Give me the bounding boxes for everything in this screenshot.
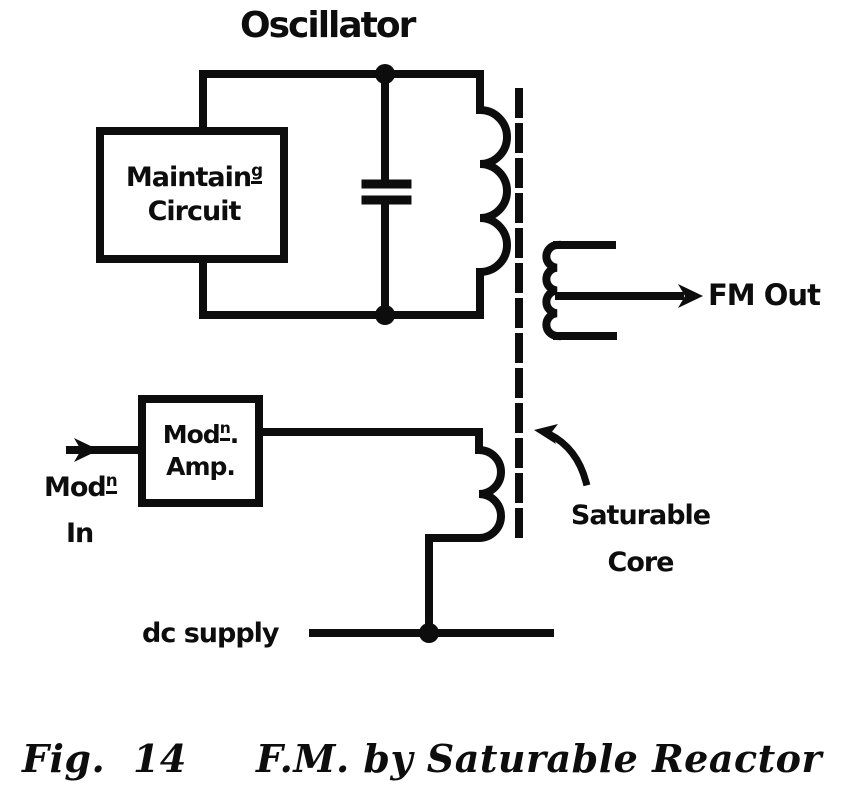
figure-number: Fig. 14 [22, 736, 187, 781]
saturable-core-label: Saturable Core [548, 492, 733, 587]
junction-dot-dc [419, 623, 439, 643]
junction-dot-top [375, 64, 395, 84]
maintaining-line2: Circuit [147, 196, 242, 227]
fm-out-arrowhead [678, 284, 703, 308]
saturable-core-pointer [534, 424, 591, 487]
dc-supply-label: dc supply [142, 618, 280, 649]
modulation-coil [425, 428, 505, 637]
maintaining-circuit-box [96, 127, 288, 263]
figure-title: F.M. by Saturable Reactor [256, 736, 823, 781]
superscript-n: n [105, 470, 118, 494]
superscript-g: g [251, 160, 263, 185]
maintaining-circuit-label: Maintaing Circuit [104, 131, 284, 259]
saturable-core-pointer-curve [544, 429, 591, 487]
junction-dot-bottom [375, 305, 395, 325]
mod-amp-label: Modn. Amp. [142, 399, 259, 503]
saturable-line1: Saturable [570, 500, 711, 531]
mod-in-label: Modn In [44, 470, 118, 550]
mod-in-arrowhead [74, 438, 99, 462]
saturable-line2: Core [607, 547, 675, 579]
oscillator-title: Oscillator [240, 5, 416, 46]
secondary-winding [542, 240, 703, 341]
mod-amp-box [138, 395, 263, 507]
capacitor [361, 70, 412, 319]
mod-in-line2: In [66, 518, 94, 550]
modulation-branch [66, 395, 554, 643]
saturable-core-pointer-arrowhead [534, 424, 558, 444]
superscript-n: n [219, 419, 231, 442]
maintaining-line1: Maintaing [125, 160, 263, 194]
mod-in-line1: Modn [44, 470, 118, 503]
secondary-coil [542, 240, 562, 341]
mod-amp-line2: Amp. [166, 452, 236, 481]
primary-coil [476, 70, 511, 319]
oscillator-tank-circuit [96, 64, 511, 325]
mod-amp-line1: Modn. [162, 419, 239, 449]
fm-out-label: FM Out [708, 278, 821, 312]
